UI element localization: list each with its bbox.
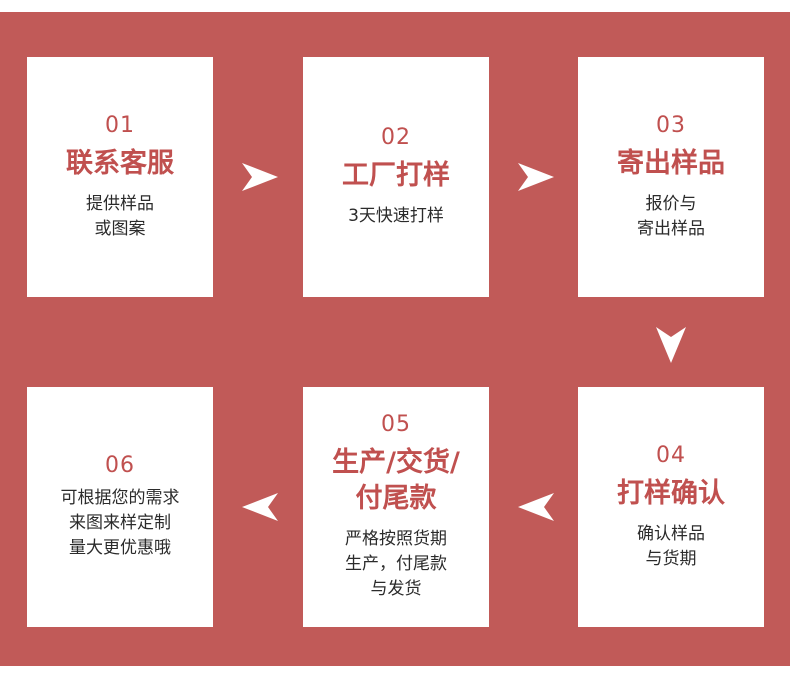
arrow-left-icon [516, 487, 556, 527]
step-description: 严格按照货期 生产，付尾款 与发货 [345, 529, 447, 599]
step-card-03: 03 寄出样品 报价与 寄出样品 [578, 57, 764, 297]
step-title: 生产/交货/ 付尾款 [332, 447, 460, 514]
step-card-01: 01 联系客服 提供样品 或图案 [27, 57, 213, 297]
step-title: 寄出样品 [617, 147, 725, 179]
step-card-06: 06 可根据您的需求 来图来样定制 量大更优惠哦 [27, 387, 213, 627]
step-card-02: 02 工厂打样 3天快速打样 [303, 57, 489, 297]
step-description: 确认样品 与货期 [637, 523, 705, 569]
arrow-down-icon [651, 325, 691, 365]
step-number: 02 [381, 125, 411, 150]
step-description: 报价与 寄出样品 [637, 193, 705, 239]
step-description: 提供样品 或图案 [86, 193, 154, 239]
step-card-05: 05 生产/交货/ 付尾款 严格按照货期 生产，付尾款 与发货 [303, 387, 489, 627]
step-description: 3天快速打样 [348, 206, 444, 226]
step-number: 03 [656, 112, 686, 138]
step-number: 04 [656, 442, 686, 468]
step-number: 01 [105, 112, 135, 138]
step-title: 联系客服 [66, 147, 174, 179]
step-title: 工厂打样 [342, 160, 450, 191]
arrow-right-icon [516, 157, 556, 197]
step-number: 05 [381, 412, 411, 437]
arrow-right-icon [240, 157, 280, 197]
step-number: 06 [105, 453, 135, 478]
step-title: 打样确认 [617, 477, 725, 509]
arrow-left-icon [240, 487, 280, 527]
step-description: 可根据您的需求 来图来样定制 量大更优惠哦 [60, 488, 180, 558]
step-card-04: 04 打样确认 确认样品 与货期 [578, 387, 764, 627]
